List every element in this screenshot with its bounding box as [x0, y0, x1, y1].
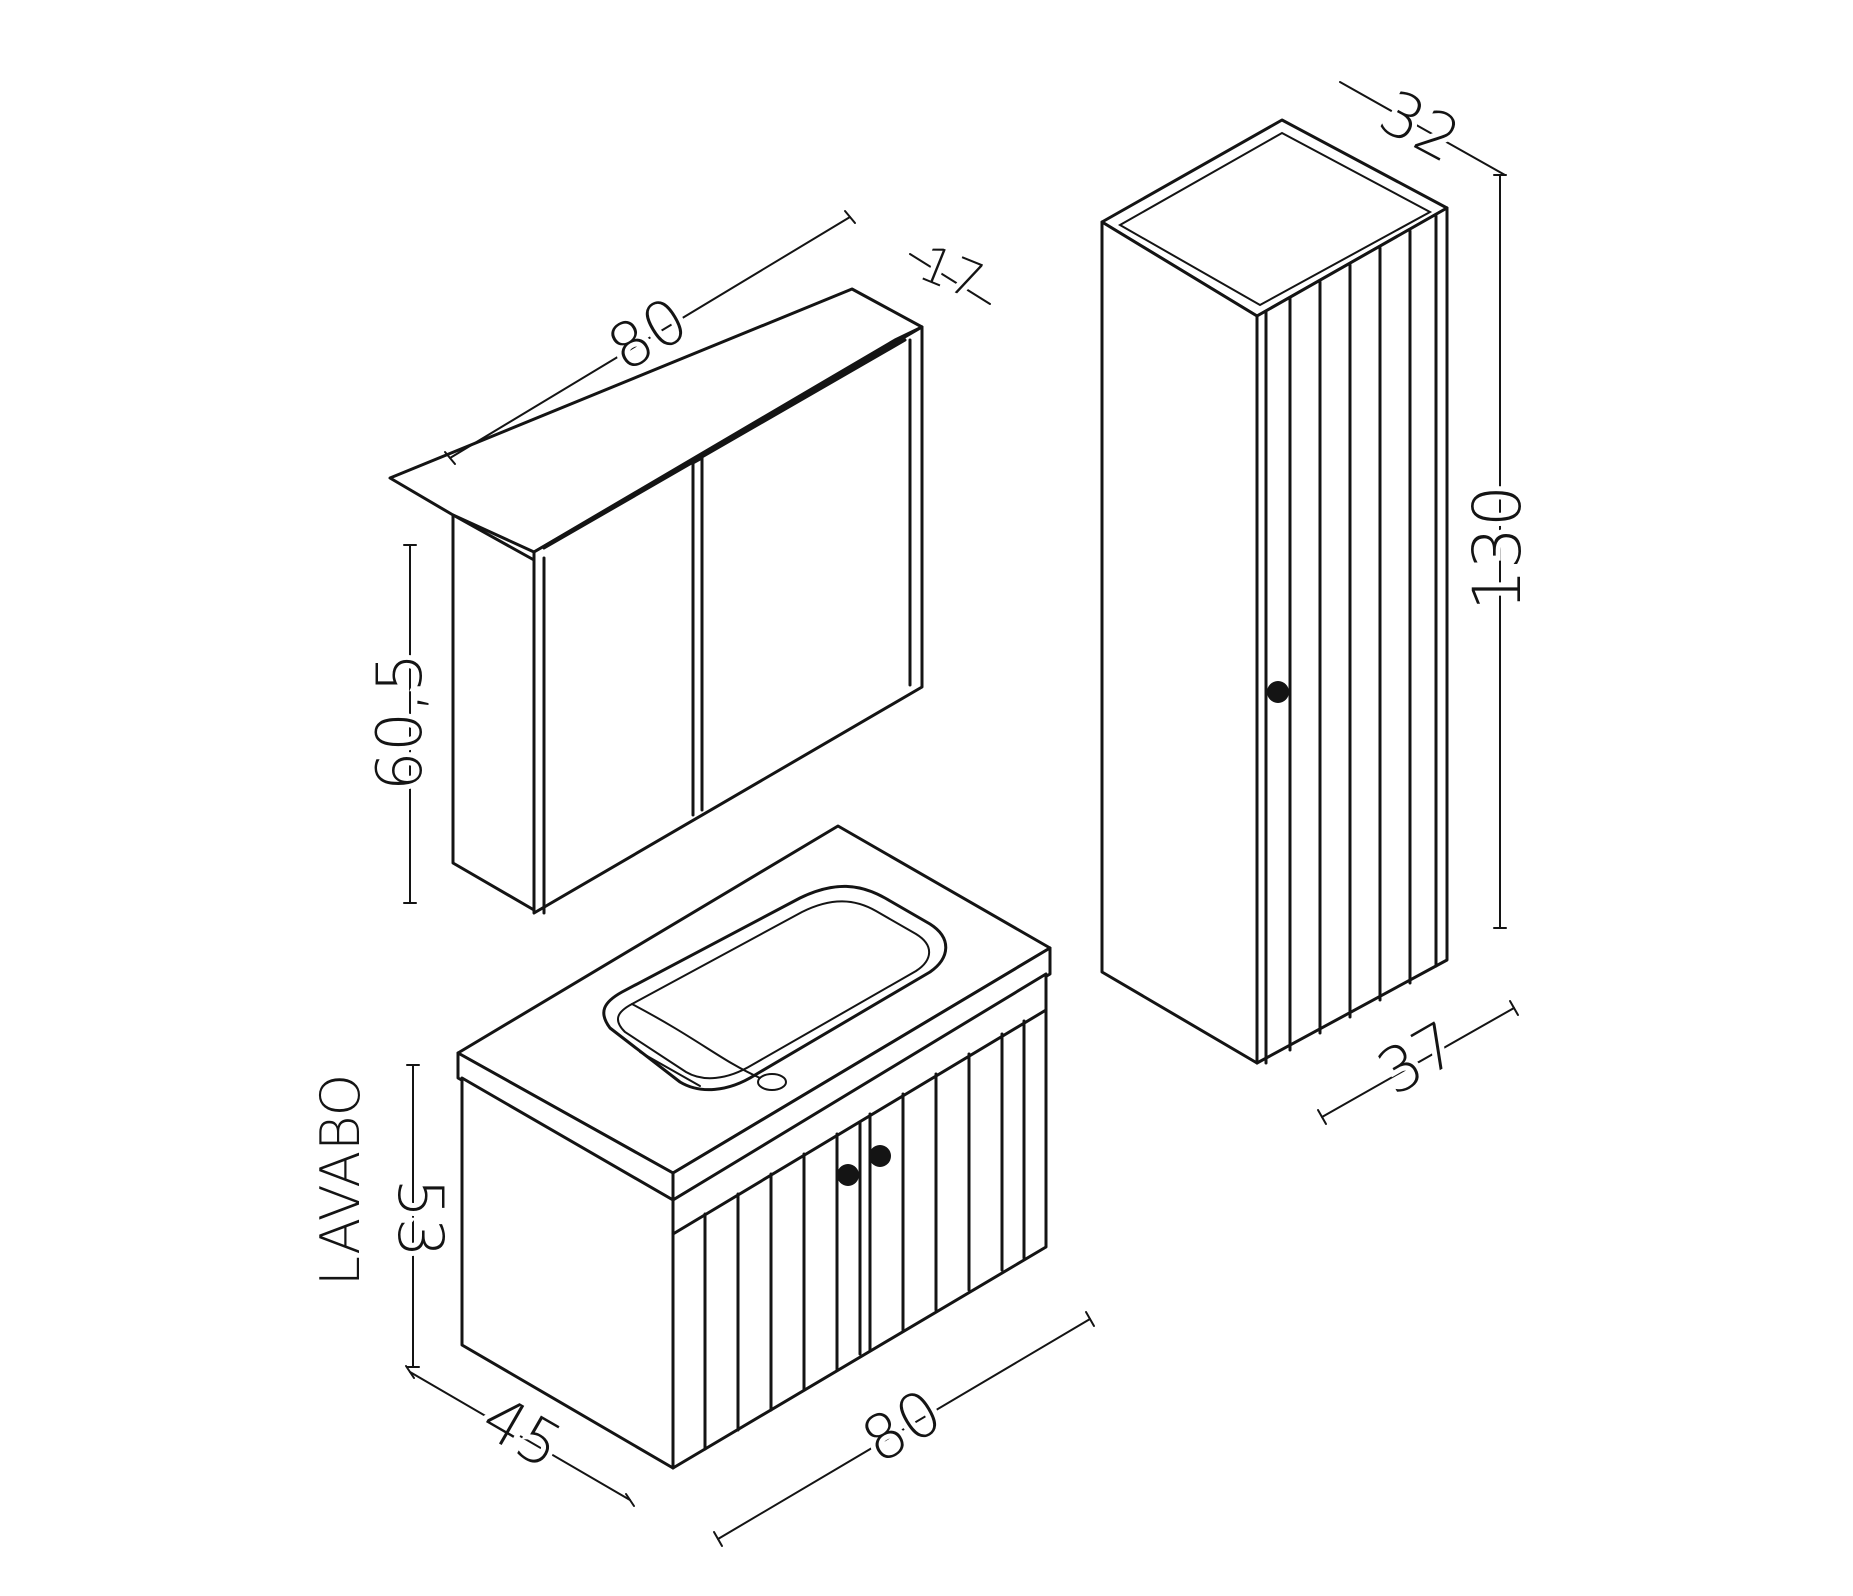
vanity-basin: [602, 884, 948, 1092]
vanity-knob-left: [837, 1164, 859, 1186]
vanity-cabinet: [456, 824, 1052, 1470]
mirror-cabinet-side: [451, 513, 536, 912]
mirror-cabinet-front: [532, 325, 924, 915]
vanity-height-label: 53: [384, 1179, 457, 1258]
mirror-height-label: 60,5: [363, 653, 436, 791]
vanity-knob-right: [869, 1145, 891, 1167]
tall-cabinet-front: [1255, 206, 1449, 1065]
tall-cabinet-side: [1100, 220, 1259, 1065]
tall-height-label: 130: [1459, 485, 1536, 611]
tall-depth-label: 32: [1368, 75, 1472, 176]
tall-cabinet: [1100, 118, 1449, 1065]
vanity-label: LAVABO: [309, 1074, 372, 1286]
tall-width-label: 37: [1365, 1007, 1470, 1110]
mirror-cabinet: [388, 287, 924, 915]
tall-cabinet-knob: [1267, 681, 1289, 703]
tall-cabinet-flutes: [1288, 229, 1412, 1052]
vanity-width-label: 80: [849, 1375, 954, 1478]
mirror-depth-label: 17: [911, 234, 992, 312]
